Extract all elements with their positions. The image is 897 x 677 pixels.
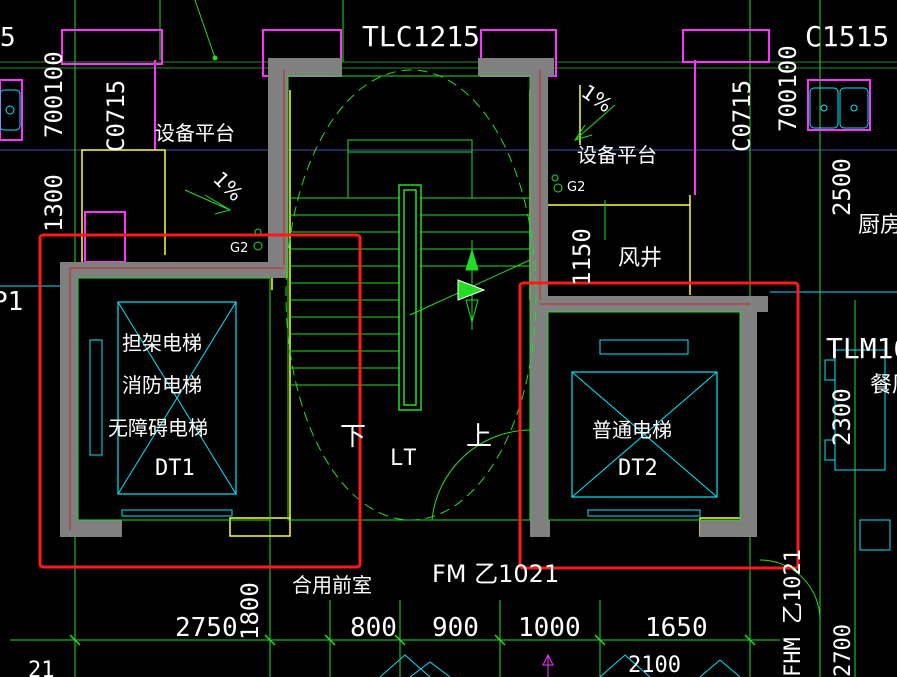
label-2100: 2100 <box>628 653 681 677</box>
label-edge-5: 5 <box>0 23 16 53</box>
label-platform-right: 设备平台 <box>577 143 657 167</box>
label-2700: 2700 <box>831 624 856 677</box>
label-2300: 2300 <box>828 388 856 446</box>
label-1000: 1000 <box>518 613 581 643</box>
label-elev1-line1: 担架电梯 <box>122 331 202 355</box>
label-1650: 1650 <box>645 613 708 643</box>
label-c1515: C1515 <box>805 20 889 53</box>
label-2500: 2500 <box>828 158 856 216</box>
label-c0715-right: C0715 <box>728 80 756 152</box>
dimension-ticks <box>69 634 756 646</box>
label-tlm162: TLM162 <box>826 332 897 365</box>
label-dining: 餐厅 <box>870 373 897 398</box>
label-900: 900 <box>432 613 479 643</box>
label-edge-21: 21 <box>28 658 55 677</box>
red-lines <box>69 70 750 530</box>
label-1800: 1800 <box>236 582 264 640</box>
window-frames <box>0 29 871 263</box>
elevator-dt2 <box>571 339 718 517</box>
label-edge-p1: P1 <box>0 287 23 317</box>
label-fhm: FHM 乙1021 <box>781 549 806 677</box>
label-kitchen: 厨房 <box>858 213 897 238</box>
sink-right <box>809 87 869 129</box>
label-g2-left: G2 <box>230 241 248 256</box>
label-elev1-line3: 无障碍电梯 <box>108 416 208 440</box>
label-fm-door: FM 乙1021 <box>432 560 559 588</box>
label-c0715-left: C0715 <box>102 80 130 152</box>
label-800: 800 <box>350 613 397 643</box>
label-dt2: DT2 <box>618 456 658 481</box>
label-tlc1215: TLC1215 <box>362 20 480 53</box>
dining-table-edge <box>824 349 891 551</box>
slope-arrows <box>184 0 616 251</box>
label-1150: 1150 <box>568 228 596 286</box>
elevator-dt2-box <box>518 281 800 570</box>
label-slope-right: 1% <box>577 79 617 117</box>
label-elev1-line2: 消防电梯 <box>122 373 202 397</box>
sink-left <box>0 89 21 131</box>
elevator-dt1 <box>89 301 237 517</box>
label-platform-left: 设备平台 <box>155 121 235 145</box>
lobby-door-swing <box>759 559 821 621</box>
label-elev2-line1: 普通电梯 <box>592 418 672 442</box>
label-shared-lobby: 合用前室 <box>292 573 372 597</box>
label-dt1: DT1 <box>155 456 195 481</box>
stair-handrail <box>398 184 422 411</box>
label-2750: 2750 <box>175 613 238 643</box>
label-1300: 1300 <box>40 174 68 232</box>
elevator-dt1-box <box>38 233 362 569</box>
stair-door-swing <box>431 429 531 521</box>
label-air-shaft: 风井 <box>618 246 662 271</box>
stair-treads <box>290 139 530 386</box>
label-lt: LT <box>390 446 417 471</box>
label-g2-right: G2 <box>567 180 585 195</box>
guide-lines <box>0 61 897 293</box>
label-stair-down: 下 <box>340 422 366 452</box>
label-stair-up: 上 <box>466 422 492 452</box>
wall-outlines <box>77 75 741 521</box>
stair-dashed-oval <box>285 69 537 521</box>
stair-direction <box>409 240 531 330</box>
bottom-arrow-marks <box>379 653 741 677</box>
label-700100-right: 700100 <box>774 45 802 132</box>
label-700100-left: 700100 <box>40 51 68 138</box>
